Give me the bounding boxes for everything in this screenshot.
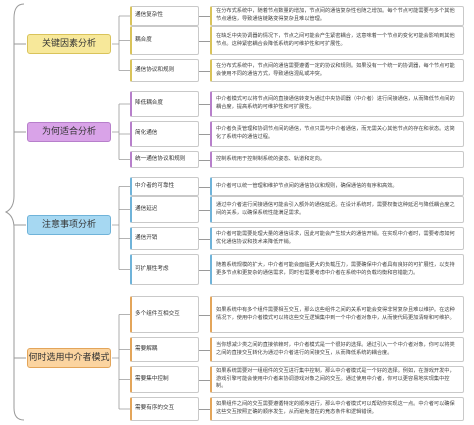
item-connector (199, 134, 210, 135)
item-connector (199, 104, 210, 105)
root-brace (4, 3, 26, 421)
category-4-brace (112, 314, 130, 410)
item-label: 通信协议和规则 (130, 59, 199, 82)
item-label: 通信延迟 (130, 196, 199, 223)
item-label: 多个组件互相交互 (130, 296, 199, 333)
item-connector (199, 186, 210, 188)
item-description: 如果系统需要对一组组件的交互进行集中控制，那么中介者模式是一个好的选择。例如，在… (210, 366, 464, 393)
category-3-brace (112, 186, 130, 270)
item-connector (199, 70, 210, 72)
item-connector (199, 40, 210, 42)
item-label: 简化通信 (130, 121, 199, 147)
item-connector (199, 159, 210, 161)
item-description: 通过中介者进行间接通信可能会引入额外的通信延迟。在设计系统时，需要权衡这种延迟与… (210, 196, 464, 223)
item-connector (199, 379, 210, 381)
item-label: 需要集中控制 (130, 366, 199, 393)
item-description: 如果组件之间的交互需要遵循特定的顺序进行，那么中介者模式可以帮助你实现这一点。中… (210, 397, 464, 421)
item-label: 中介者的可靠性 (130, 177, 199, 196)
item-label: 可扩展性考虑 (130, 254, 199, 285)
category-4-box: 何时选用中介者模式 (27, 348, 111, 368)
item-label: 需要解耦 (130, 337, 199, 362)
item-label: 需要有序的交互 (130, 397, 199, 421)
item-connector (199, 409, 210, 410)
item-connector (199, 238, 210, 240)
item-description: 如果系统中有多个组件需要相互交互，那么这些组件之间的关系可能会变得非常复杂且难以… (210, 296, 464, 333)
item-connector (199, 314, 210, 316)
item-label: 降低耦合度 (130, 91, 199, 117)
item-description: 随着系统规模的扩大，中介者可能会面临更大的负载压力，需要确保中介者具有良好的可扩… (210, 254, 464, 285)
item-description: 中介者可能需要处理大量的通信请求，因此可能会产生较大的通信开销。在实现中介者时，… (210, 227, 464, 250)
item-label: 通信开销 (130, 227, 199, 250)
item-connector (199, 349, 210, 351)
item-description: 在分布式系统中，节点间的通信需要遵循一定的协议和规则。如果没有一个统一的协调器，… (210, 59, 464, 82)
item-description: 在缺乏中央协调器的情况下，节点之间可能会产生紧密耦合，这意味着一个节点的变化可能… (210, 26, 464, 55)
category-2-box: 为何适合分析 (27, 122, 111, 142)
item-description: 当你想减少类之间的直接依赖时，中介者模式是一个很好的选择。通过引入一个中介者对象… (210, 337, 464, 362)
item-connector (199, 16, 210, 17)
item-description: 中介者模式可以将节点间的直接通信转变为通过中央协调器（中介者）进行间接通信，从而… (210, 91, 464, 117)
item-label: 统一通信协议和规则 (130, 151, 199, 168)
item-connector (199, 269, 210, 271)
category-1-box: 关键因素分析 (27, 34, 111, 54)
item-description: 在分布式系统中，随着节点数量的增加，节点间的通信复杂性也随之增加。每个节点可能需… (210, 6, 464, 26)
category-2-brace (112, 103, 130, 160)
item-description: 控制系统用于控制制系统的姿态、轨道和定向。 (210, 151, 464, 168)
item-label: 通信复杂性 (130, 6, 199, 26)
item-connector (199, 209, 210, 211)
category-3-box: 注意事项分析 (27, 215, 111, 235)
item-description: 中介者负责管理和协调节点间的通信，节点只需与中介者通信，而无需关心其他节点的存在… (210, 121, 464, 147)
item-description: 中介者可以统一管理和维护节点间的通信协议和规则，确保通信的有序和高效。 (210, 177, 464, 196)
item-label: 耦合度 (130, 26, 199, 55)
category-1-brace (112, 15, 130, 71)
